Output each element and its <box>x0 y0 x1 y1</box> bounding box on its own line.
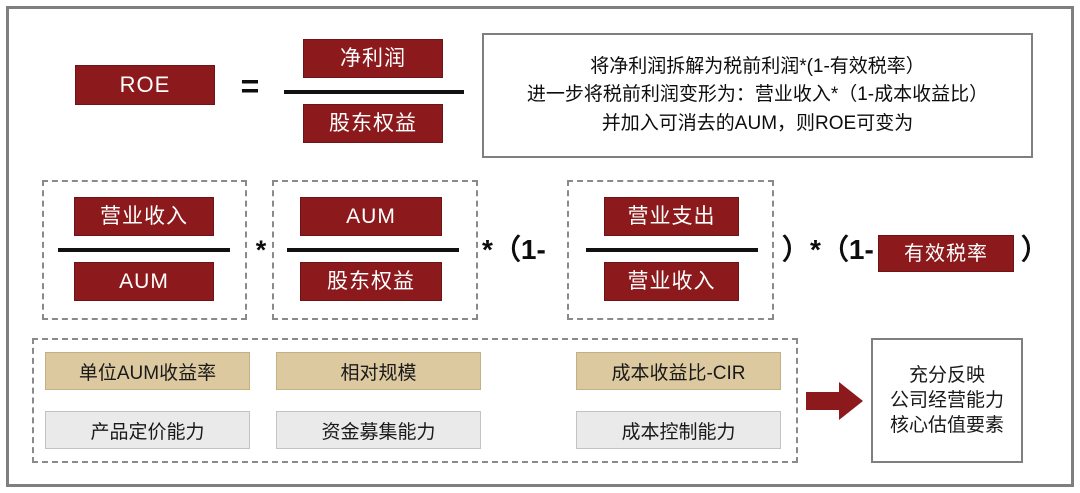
fraction-bar-roe <box>284 90 464 94</box>
revenue-box-1: 营业收入 <box>74 197 214 236</box>
capability-box-cost-control: 成本控制能力 <box>576 411 781 449</box>
explanation-note: 将净利润拆解为税前利润*(1-有效税率） 进一步将税前利润变形为：营业收入*（1… <box>482 33 1033 158</box>
aum-box-1: AUM <box>74 262 214 301</box>
fraction-bar-3 <box>586 248 758 252</box>
conclusion-line-1: 充分反映 <box>908 364 985 386</box>
equity-box: 股东权益 <box>303 104 443 143</box>
aum-box-2: AUM <box>300 197 442 236</box>
capability-box-fundraising: 资金募集能力 <box>276 411 481 449</box>
conclusion-line-3: 核心估值要素 <box>889 415 1004 437</box>
metric-box-unit-aum-yield: 单位AUM收益率 <box>45 352 250 390</box>
equity-box-2: 股东权益 <box>300 262 442 301</box>
note-line-1: 将净利润拆解为税前利润*(1-有效税率） <box>590 56 925 78</box>
factor-group-1 <box>42 180 247 320</box>
note-line-2: 进一步将税前利润变形为：营业收入*（1-成本收益比） <box>526 84 989 106</box>
conclusion-line-2: 公司经营能力 <box>889 389 1004 411</box>
multiply-operator-1: * <box>255 234 267 265</box>
metric-box-relative-scale: 相对规模 <box>276 352 481 390</box>
factor-group-2 <box>272 180 478 320</box>
metric-box-cost-income-ratio: 成本收益比-CIR <box>576 352 781 390</box>
fraction-bar-2 <box>287 248 459 252</box>
conclusion-box: 充分反映 公司经营能力 核心估值要素 <box>871 338 1023 463</box>
drivers-group <box>32 338 798 463</box>
revenue-box-2: 营业收入 <box>604 262 739 301</box>
multiply-open-paren-operator: *（1- <box>482 234 546 265</box>
effective-tax-rate-box: 有效税率 <box>878 235 1014 272</box>
final-close-paren-operator: ） <box>1020 234 1049 265</box>
equals-operator: = <box>240 68 260 104</box>
opex-box: 营业支出 <box>604 197 739 236</box>
factor-group-3 <box>567 180 774 320</box>
capability-box-product-pricing: 产品定价能力 <box>45 411 250 449</box>
note-line-3: 并加入可消去的AUM，则ROE可变为 <box>601 112 914 134</box>
roe-box: ROE <box>75 65 215 105</box>
fraction-bar-1 <box>58 248 230 252</box>
right-arrow-icon <box>806 381 864 421</box>
close-paren-multiply-operator: ）*（1- <box>782 234 874 265</box>
net-profit-box: 净利润 <box>303 39 443 78</box>
